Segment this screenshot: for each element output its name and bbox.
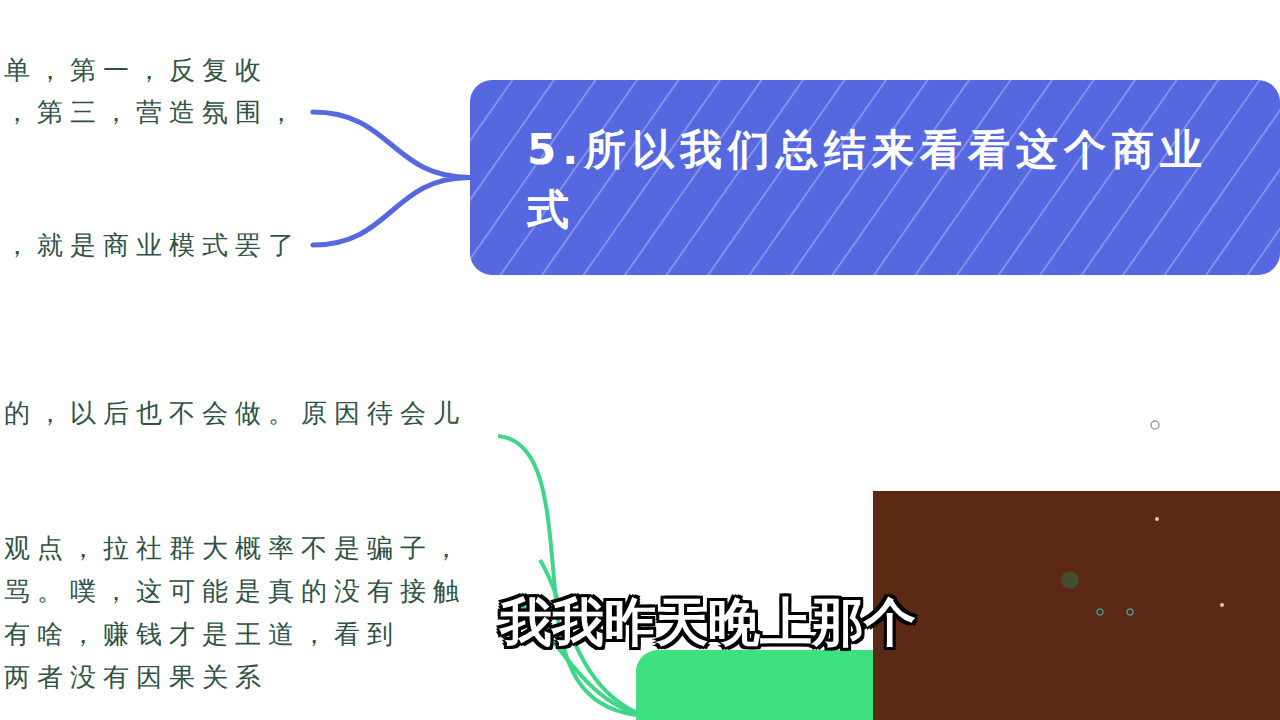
speck [1097,609,1103,615]
branch-connector [313,112,470,178]
branch-text: 的，以后也不会做。原因待会儿 [4,392,466,435]
topic-box: 5.所以我们总结来看看这个商业 式 [470,80,1280,275]
speck [1155,517,1159,521]
speck [1061,571,1079,589]
node-text: ，就是商业模式罢了 [4,224,301,266]
branch-line [498,436,645,716]
video-overlay [873,491,1280,720]
text-line: ，第三，营造氛围， [4,91,301,133]
subtitle: 我我昨天晚上那个 [500,592,916,652]
text-line: 单，第一，反复收 [4,49,301,91]
text-line: 我我昨天晚上那个 [500,592,916,652]
small-circle [1151,421,1159,429]
text-line: 骂。噗，这可能是真的没有接触 [4,570,466,613]
branch-connector [313,178,470,246]
text-line: 式 [527,180,1270,240]
text-line: 有啥，赚钱才是王道，看到 [4,613,466,656]
green-topic-box [636,650,896,720]
branch-line [520,604,645,716]
text-line: 5.所以我们总结来看看这个商业 [527,120,1270,180]
branch-topic: ，就是商业模式罢了 [4,224,301,266]
hatch-fill [470,80,1280,275]
text-line: 观点，拉社群大概率不是骗子， [4,527,466,570]
branch-topic: 单，第一，反复收 ，第三，营造氛围， [4,49,301,133]
branch-line [540,560,645,716]
speck [904,611,907,614]
branch-text: 观点，拉社群大概率不是骗子， 骂。噗，这可能是真的没有接触 有啥，赚钱才是王道，… [4,527,466,699]
speck [1127,609,1133,615]
node-text: 5.所以我们总结来看看这个商业 式 [527,120,1270,240]
node-text: 单，第一，反复收 ，第三，营造氛围， [4,49,301,133]
speck [1220,603,1224,607]
text-line: 的，以后也不会做。原因待会儿 [4,392,466,435]
text-line: ，就是商业模式罢了 [4,224,301,266]
text-line: 两者没有因果关系 [4,656,466,699]
